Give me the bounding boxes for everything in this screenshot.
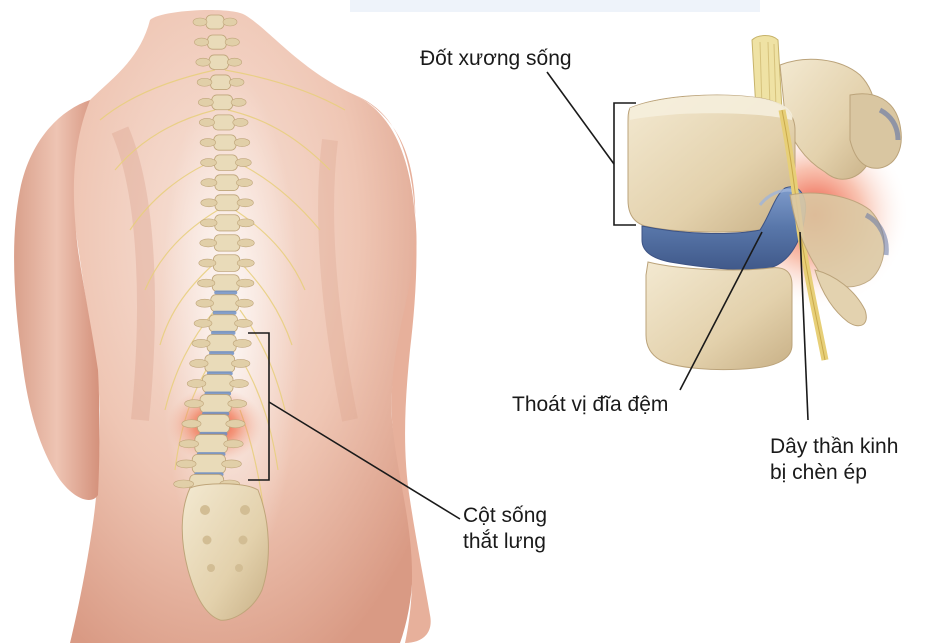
vertebra-process xyxy=(237,238,255,248)
vertebra xyxy=(213,234,241,252)
vertebra-process xyxy=(200,198,218,208)
vertebra-process xyxy=(181,419,202,429)
vertebra-process xyxy=(231,359,251,368)
vertebra xyxy=(210,294,239,313)
vertebra xyxy=(199,394,232,414)
vertebra-process xyxy=(221,459,242,469)
vertebra-process xyxy=(199,238,217,248)
compressed-nerve-label-line2: bị chèn ép xyxy=(770,461,867,484)
vertebra xyxy=(211,274,240,292)
disc-callout-line xyxy=(679,231,763,391)
vertebra-process xyxy=(224,37,240,47)
vertebra-process xyxy=(229,379,249,388)
vertebra-process xyxy=(176,459,197,469)
compressed-nerve-label-line1: Dây thần kinh xyxy=(770,435,899,458)
vertebra-process xyxy=(227,399,248,408)
vertebra xyxy=(194,434,228,454)
vertebra-process xyxy=(235,298,254,308)
vertebra xyxy=(207,34,227,50)
vertebra-process xyxy=(196,77,213,87)
vertebra-process xyxy=(223,439,244,449)
top-band xyxy=(350,0,760,12)
vertebra-process xyxy=(200,178,218,187)
sacrum xyxy=(181,483,269,621)
vertebra xyxy=(197,414,230,434)
vertebra xyxy=(212,254,241,272)
vertebra-process xyxy=(230,98,247,107)
left-arm xyxy=(14,100,100,500)
right-arm xyxy=(355,95,431,643)
vertebra-process xyxy=(198,118,215,127)
lumbar-spine-label-line1: Cột sống xyxy=(463,504,548,527)
vertebra xyxy=(202,374,234,393)
vertebra-process xyxy=(226,57,243,67)
vertebra-process xyxy=(194,37,210,47)
lumbar-bracket xyxy=(248,332,270,481)
vertebra-label: Đốt xương sống xyxy=(420,46,572,72)
vertebra-process xyxy=(200,218,218,228)
herniated-disc-label: Thoát vị đĩa đệm xyxy=(512,392,668,418)
vertebra-process xyxy=(233,138,251,147)
vertebra xyxy=(210,74,232,90)
vertebra xyxy=(208,314,238,333)
vertebra-process xyxy=(236,258,255,268)
vertebra xyxy=(214,174,239,191)
spine-disc xyxy=(211,330,236,335)
vertebra-process xyxy=(198,98,214,107)
vertebra-process xyxy=(225,419,246,429)
spine-disc xyxy=(209,351,235,356)
vertebra-process xyxy=(228,77,245,87)
lumbar-spine-label-line2: thắt lưng xyxy=(463,530,546,553)
vertebra-process xyxy=(184,399,204,408)
vertebra xyxy=(214,214,241,232)
vertebra xyxy=(205,14,225,30)
vertebra-process xyxy=(186,379,207,388)
vertebra-closeup xyxy=(627,35,910,371)
vertebra-process xyxy=(237,218,255,228)
herniated-disc-label-text: Thoát vị đĩa đệm xyxy=(512,393,669,416)
vertebra-process xyxy=(195,298,214,308)
vertebra-process xyxy=(200,158,217,167)
vertebra xyxy=(214,154,238,171)
nerve-callout-line xyxy=(799,231,809,421)
vertebra-process xyxy=(173,479,194,489)
vertebra-process xyxy=(195,57,211,67)
vertebra xyxy=(212,114,235,131)
vertebra-process xyxy=(197,278,216,288)
lumbar-spine-label: Cột sống thắt lưng xyxy=(463,503,547,555)
vertebra-process xyxy=(236,198,254,208)
spine-disc xyxy=(212,310,237,315)
vertebra xyxy=(208,54,229,70)
vertebra-process xyxy=(232,118,249,127)
spine-disc xyxy=(214,290,238,295)
human-back-figure xyxy=(14,9,431,643)
vertebra-process xyxy=(198,258,217,268)
vertebra-process xyxy=(232,339,252,348)
vertebra xyxy=(214,194,240,212)
vertebra xyxy=(191,454,226,474)
vertebra-process xyxy=(235,158,252,167)
vertebra-callout-line xyxy=(546,71,615,165)
vertebra-process xyxy=(178,439,199,449)
vertebra-process xyxy=(189,359,209,368)
vertebra-process xyxy=(191,339,211,348)
vertebra-process xyxy=(236,178,253,187)
vertebra-process xyxy=(222,17,238,27)
lumbar-callout-line xyxy=(268,401,461,520)
vertebra-process xyxy=(236,278,255,288)
vertebra xyxy=(213,134,237,151)
compressed-nerve-label: Dây thần kinh bị chèn ép xyxy=(770,434,898,486)
vertebra-process xyxy=(192,17,208,27)
vertebra-process xyxy=(199,138,216,147)
vertebra xyxy=(211,94,234,111)
vertebra-process xyxy=(193,319,213,328)
vertebra xyxy=(206,334,237,353)
vertebra-process xyxy=(234,319,253,328)
vertebra-label-text: Đốt xương sống xyxy=(420,47,572,70)
vertebra xyxy=(204,354,236,373)
